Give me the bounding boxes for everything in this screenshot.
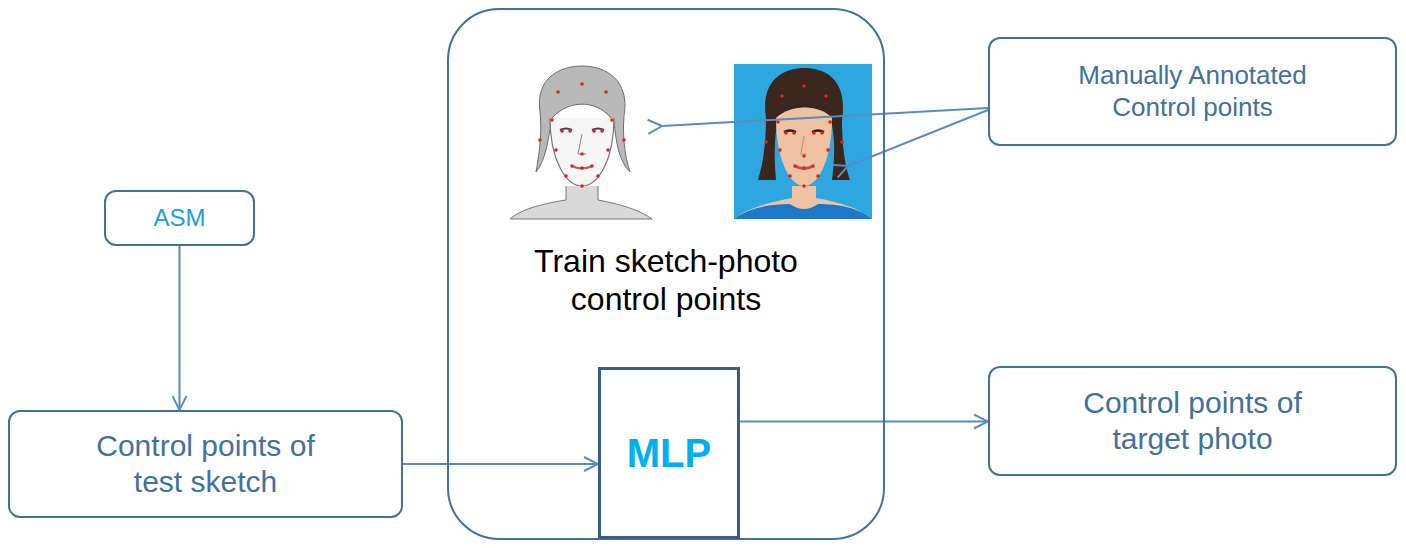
node-text: Control points of test sketch (71, 428, 341, 500)
annotation-box: Manually Annotated Control points (988, 37, 1397, 146)
mlp-box: MLP (598, 367, 740, 539)
node-text: MLP (627, 429, 711, 477)
node-text: Manually Annotated Control points (1063, 60, 1323, 122)
node-text: ASM (153, 204, 205, 233)
leader-arrow (848, 110, 988, 166)
method-box: ASM (104, 190, 255, 246)
node-text: Control points of target photo (1058, 385, 1328, 457)
flow-arrow (179, 246, 181, 410)
flow-arrow (740, 421, 988, 423)
output-box: Control points of target photo (988, 366, 1397, 476)
flow-arrow (403, 463, 598, 465)
face-sketch (508, 64, 652, 219)
input-box: Control points of test sketch (8, 410, 403, 518)
face-photo (734, 64, 872, 219)
training-panel: Train sketch-photo control pointsMLP (447, 8, 885, 540)
node-text: Train sketch-photo control points (501, 242, 831, 319)
leader-arrow (662, 108, 988, 126)
